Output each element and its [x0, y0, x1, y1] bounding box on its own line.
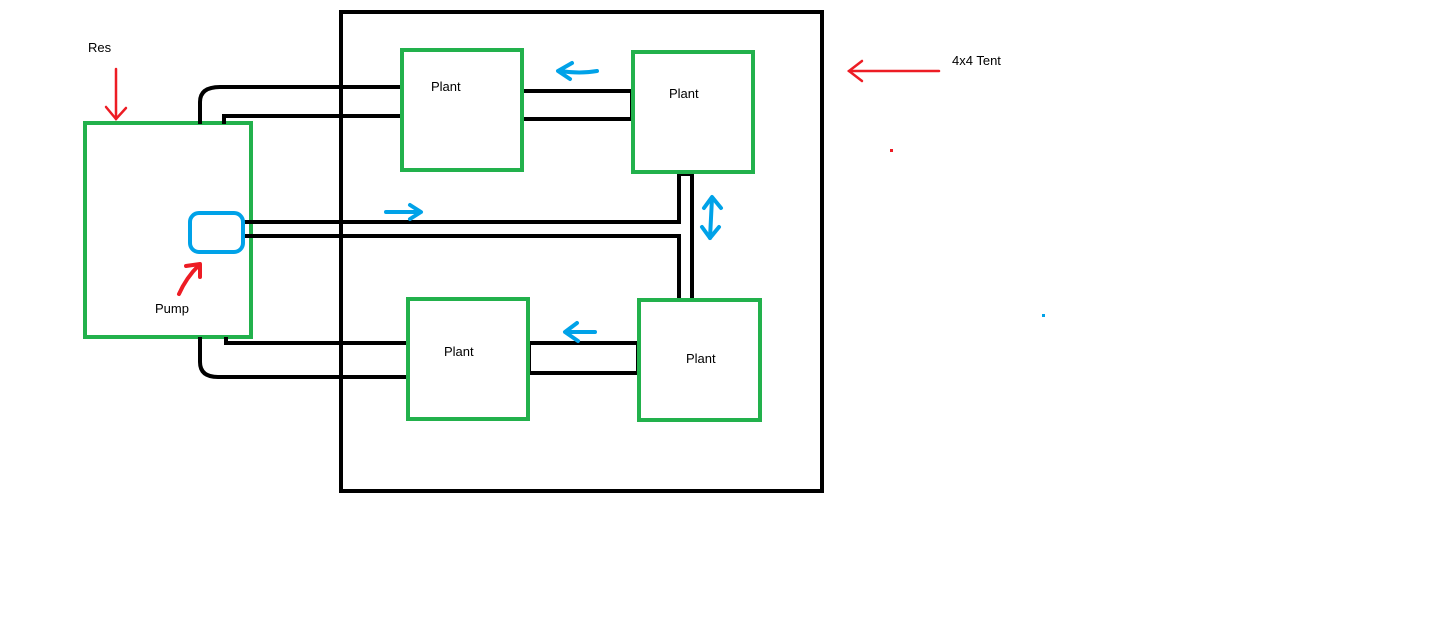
res-label: Res [88, 40, 112, 55]
tent-outline [339, 10, 824, 493]
pump-label: Pump [155, 301, 189, 316]
plant-label-bottom-left: Plant [444, 344, 474, 359]
flow-arrow-bottom [563, 321, 597, 343]
top-return-pipe [198, 85, 402, 124]
plant-label-bottom-right: Plant [686, 351, 716, 366]
plant-box-top-left [400, 48, 524, 172]
flow-arrow-feed [384, 203, 423, 221]
pump-pointer-arrow [177, 262, 202, 296]
tent-label: 4x4 Tent [952, 53, 1001, 68]
stray-dot-red [890, 149, 893, 152]
plant-box-top-right [631, 50, 755, 174]
top-connector-pipe [520, 89, 634, 121]
feed-pipe [243, 172, 694, 302]
plant-label-top-left: Plant [431, 79, 461, 94]
flow-arrow-vertical [700, 195, 723, 240]
reservoir-box [83, 121, 253, 339]
tent-pointer-arrow [846, 59, 941, 83]
bottom-connector-pipe [527, 341, 640, 375]
bottom-return-pipe [198, 337, 408, 379]
plant-label-top-right: Plant [669, 86, 699, 101]
plant-box-bottom-left [406, 297, 530, 421]
flow-arrow-top [556, 61, 599, 81]
stray-dot-blue [1042, 314, 1045, 317]
pump-icon [188, 211, 245, 254]
plant-box-bottom-right [637, 298, 762, 422]
res-pointer-arrow [104, 67, 128, 121]
